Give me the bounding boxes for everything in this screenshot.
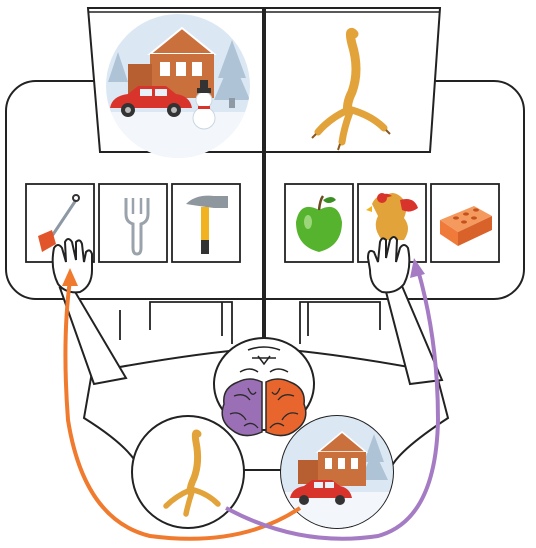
left-arm bbox=[58, 286, 128, 386]
arrowhead bbox=[410, 258, 425, 278]
brick-icon bbox=[440, 206, 492, 246]
chicken-claw-icon bbox=[311, 27, 391, 151]
chicken-icon bbox=[366, 193, 418, 240]
fork-icon bbox=[124, 198, 150, 256]
arrowhead bbox=[62, 268, 78, 286]
right-hemisphere bbox=[265, 378, 307, 437]
brain bbox=[221, 378, 307, 437]
left-hemisphere bbox=[221, 378, 263, 437]
right-card-apple bbox=[284, 183, 354, 263]
right-card-brick bbox=[430, 183, 500, 263]
chicken-claw-icon bbox=[163, 429, 221, 517]
left-card-fork bbox=[98, 183, 168, 263]
left-thought-bubble bbox=[131, 415, 245, 529]
apple-icon bbox=[296, 195, 342, 252]
right-thought-bubble bbox=[280, 415, 394, 529]
left-hand-arrow bbox=[62, 268, 302, 541]
right-hand bbox=[366, 236, 411, 294]
shovel-icon bbox=[38, 194, 80, 252]
hammer-icon bbox=[186, 195, 228, 254]
snow-scene-icon bbox=[281, 416, 393, 528]
left-card-hammer bbox=[171, 183, 241, 263]
left-hand bbox=[51, 238, 93, 294]
right-hand-arrow bbox=[225, 258, 441, 541]
